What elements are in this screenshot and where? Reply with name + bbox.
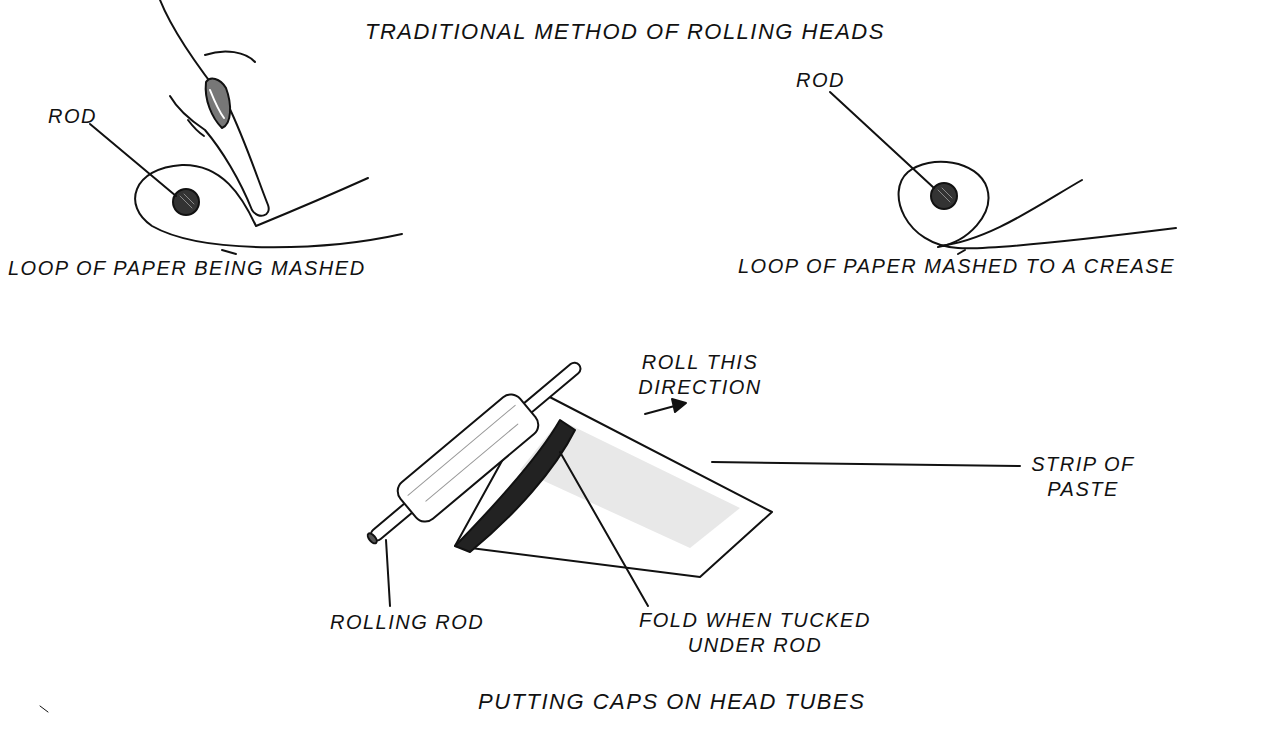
figure-title: TRADITIONAL METHOD OF ROLLING HEADS: [365, 18, 885, 46]
part-label: LOOP OF PAPER MASHED TO A CREASE: [738, 254, 1175, 279]
leader-line: [830, 92, 934, 188]
paper-loop: [899, 162, 1176, 248]
part-label: FOLD WHEN TUCKED UNDER ROD: [630, 608, 880, 658]
tick: [40, 706, 48, 712]
direction-note: ROLL THIS DIRECTION: [630, 350, 770, 400]
rod: [931, 183, 957, 209]
leader-line: [712, 462, 1020, 466]
paper-loop: [135, 165, 402, 247]
part-label: ROLLING ROD: [330, 610, 484, 635]
rod: [173, 189, 199, 215]
part-label: LOOP OF PAPER BEING MASHED: [8, 256, 366, 281]
part-label: ROD: [48, 104, 97, 129]
leader-line: [222, 250, 236, 254]
hand-drawing: [160, 0, 269, 216]
part-label: ROD: [796, 68, 845, 93]
leader-line: [90, 124, 176, 196]
leader-line: [958, 250, 965, 254]
leader-line: [386, 540, 390, 606]
rolling-rod: [355, 346, 595, 558]
leader-line: [560, 452, 648, 606]
arrow-head: [672, 399, 686, 412]
part-label: STRIP OF PASTE: [1018, 452, 1148, 502]
figure-title: PUTTING CAPS ON HEAD TUBES: [478, 688, 865, 716]
